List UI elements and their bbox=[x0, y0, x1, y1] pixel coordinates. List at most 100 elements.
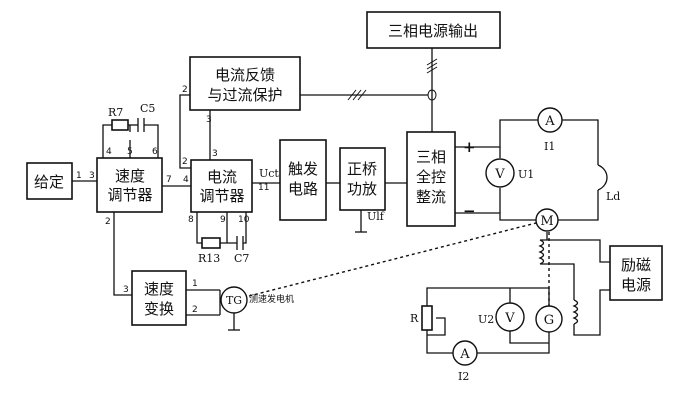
r7-label: R7 bbox=[108, 106, 123, 119]
generator-symbol: G bbox=[544, 313, 554, 328]
wire-r7-left bbox=[102, 124, 112, 158]
wire-a1-ld bbox=[562, 119, 599, 165]
wire-gen-field-return bbox=[573, 289, 610, 336]
trigger-label-2: 电路 bbox=[288, 180, 318, 198]
pin-speed-3: 3 bbox=[89, 171, 95, 181]
speed-regulator-label-2: 调节器 bbox=[107, 186, 152, 204]
c7-label: C7 bbox=[234, 252, 249, 265]
rheostat-r bbox=[421, 305, 433, 331]
rectifier-label-2: 全控 bbox=[416, 168, 446, 186]
generator-field-coil bbox=[572, 299, 579, 325]
slash-2 bbox=[352, 89, 362, 101]
block-trigger: 触发 电路 bbox=[279, 139, 327, 221]
block-rectifier: 三相 全控 整流 bbox=[406, 131, 456, 227]
u1-label: U1 bbox=[518, 168, 534, 181]
pin-current-4: 4 bbox=[183, 175, 189, 185]
current-regulator-label-2: 调节器 bbox=[199, 187, 244, 205]
wire-speed-transform bbox=[113, 212, 132, 296]
block-given: 给定 bbox=[26, 162, 73, 200]
pin-transform-2: 2 bbox=[192, 305, 198, 315]
voltmeter-u2: V bbox=[495, 302, 525, 332]
voltmeter-u1: V bbox=[485, 158, 515, 188]
current-feedback-label-1: 电流反馈 bbox=[215, 66, 275, 84]
wire-a2-r bbox=[426, 330, 453, 354]
wire-gen-a2 bbox=[477, 332, 550, 354]
wire-r-wiper bbox=[427, 317, 446, 336]
ammeter-i1-symbol: A bbox=[544, 114, 555, 129]
block-speed-regulator: 速度 调节器 bbox=[96, 157, 163, 213]
tachogenerator-tg: TG bbox=[220, 286, 248, 314]
pin-speed-4: 4 bbox=[106, 147, 112, 157]
wires bbox=[72, 48, 610, 354]
inductor-ld bbox=[597, 164, 608, 191]
voltmeter-u1-symbol: V bbox=[494, 167, 505, 182]
slash-5 bbox=[426, 62, 438, 70]
ld-label: Ld bbox=[606, 190, 620, 203]
given-label: 给定 bbox=[34, 173, 64, 191]
motor-field-coil bbox=[538, 239, 545, 265]
u2-label: U2 bbox=[478, 313, 494, 326]
generator-g: G bbox=[535, 305, 563, 333]
slash-4 bbox=[426, 58, 438, 66]
speed-transform-label-2: 变换 bbox=[144, 300, 174, 318]
block-bridge-amplifier: 正桥 功放 bbox=[339, 147, 386, 211]
wire-r13-left bbox=[196, 212, 202, 244]
resistor-r13 bbox=[201, 237, 221, 249]
wire-v2-bottom bbox=[509, 331, 549, 344]
pin-feedback-2: 2 bbox=[182, 85, 188, 95]
wire-c5-right bbox=[144, 124, 159, 158]
motor-m: M bbox=[535, 208, 559, 232]
pin-current-2: 2 bbox=[182, 157, 188, 167]
r-label: R bbox=[410, 312, 419, 325]
current-regulator-label-1: 电流 bbox=[207, 168, 237, 186]
pin-speed-6: 6 bbox=[152, 147, 158, 157]
three-phase-output-label: 三相电源输出 bbox=[388, 22, 478, 40]
block-speed-transform: 速度 变换 bbox=[131, 270, 187, 326]
pin-current-9: 9 bbox=[220, 215, 226, 225]
speed-regulator-label-1: 速度 bbox=[115, 167, 145, 185]
motor-symbol: M bbox=[540, 214, 553, 229]
i1-label: I1 bbox=[544, 140, 555, 153]
rectifier-label-1: 三相 bbox=[416, 148, 446, 166]
passive-components bbox=[111, 118, 433, 331]
trigger-label-1: 触发 bbox=[288, 160, 318, 178]
block-three-phase-output: 三相电源输出 bbox=[366, 11, 501, 49]
slash-3 bbox=[357, 89, 367, 101]
tg-symbol: TG bbox=[226, 294, 242, 307]
ammeter-i2: A bbox=[452, 340, 478, 366]
pin-numbers: 1 3 4 5 6 7 2 2 3 2 3 4 11 8 9 10 3 1 2 bbox=[76, 85, 269, 315]
current-transformer bbox=[427, 89, 437, 101]
wire-feedback-current-pin2 bbox=[179, 94, 191, 169]
pin-speed-7: 7 bbox=[166, 175, 172, 185]
excitation-label-1: 励磁 bbox=[621, 256, 651, 274]
pin-current-8: 8 bbox=[188, 215, 194, 225]
tachogenerator-label: 测速发电机 bbox=[249, 293, 294, 305]
uct-label: Uct bbox=[259, 167, 279, 180]
wire-field-top bbox=[540, 239, 610, 263]
pin-given-1: 1 bbox=[76, 171, 82, 181]
slash-1 bbox=[347, 89, 357, 101]
ammeter-i2-symbol: A bbox=[459, 347, 470, 362]
wire-r-gen-top bbox=[426, 287, 550, 306]
c5-label: C5 bbox=[140, 102, 155, 115]
mechanical-coupling bbox=[248, 221, 541, 297]
wire-field-bottom bbox=[540, 263, 575, 300]
resistor-r7 bbox=[111, 119, 129, 131]
block-current-feedback: 电流反馈 与过流保护 bbox=[189, 56, 301, 111]
plus-terminal: + bbox=[463, 138, 476, 156]
labels: Uct Ulf 测速发电机 R7 C5 R13 C7 + − Ld I1 U1 … bbox=[108, 102, 620, 383]
minus-terminal: − bbox=[463, 202, 476, 220]
pin-transform-1: 1 bbox=[192, 279, 198, 289]
pin-current-11: 11 bbox=[258, 183, 269, 193]
block-current-regulator: 电流 调节器 bbox=[190, 159, 253, 213]
pin-current-3: 3 bbox=[212, 149, 218, 159]
block-excitation: 励磁 电源 bbox=[609, 245, 663, 301]
pin-speed-5: 5 bbox=[127, 147, 133, 157]
i2-label: I2 bbox=[458, 370, 469, 383]
slash-6 bbox=[426, 66, 438, 74]
pin-speed-2: 2 bbox=[105, 217, 111, 227]
speed-transform-label-1: 速度 bbox=[144, 280, 174, 298]
wire-ld-motor bbox=[558, 190, 599, 221]
